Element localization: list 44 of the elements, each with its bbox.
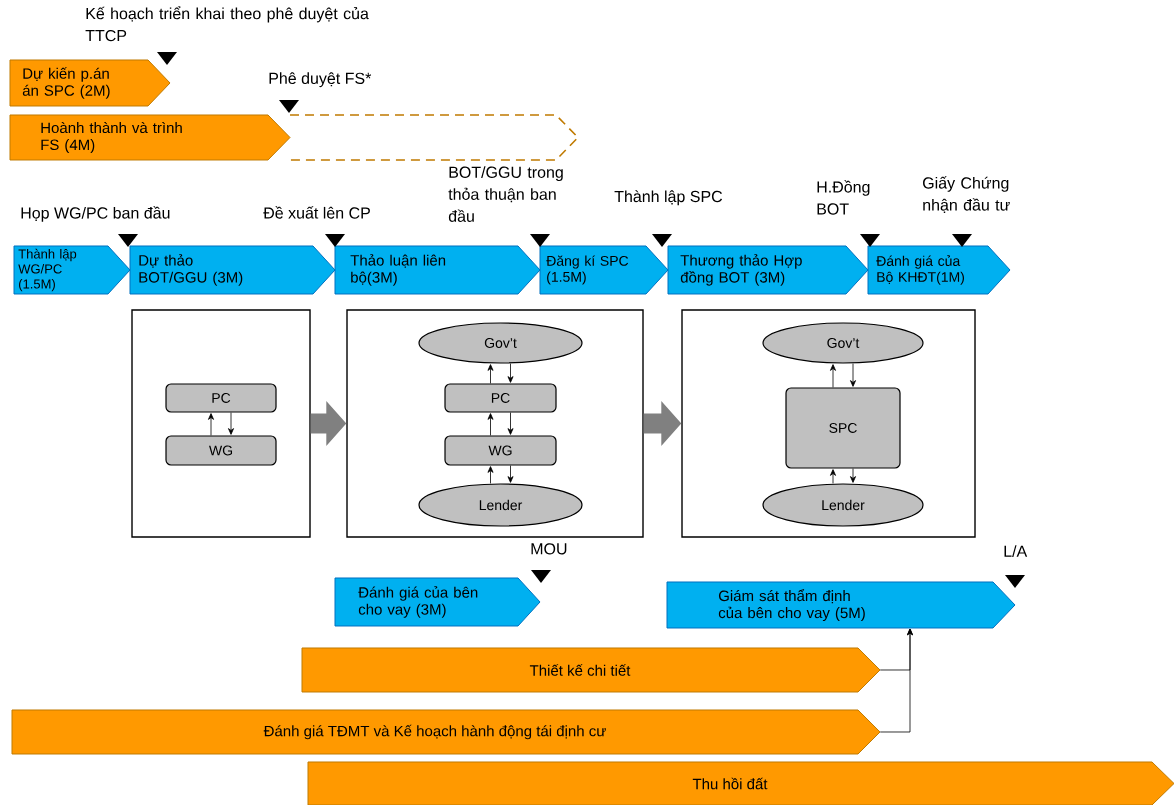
chevron-bar: Thảo luận liên bộ(3M) bbox=[334, 245, 541, 295]
panel-frame bbox=[681, 309, 976, 538]
chevron-bar: Đăng kí SPC (1.5M) bbox=[539, 245, 669, 295]
milestone-label: L/A bbox=[1004, 545, 1028, 557]
chevron-bar: Dự kiến p.án án SPC (2M) bbox=[9, 59, 171, 107]
milestone-label: H.Đồng BOT bbox=[817, 180, 870, 215]
arrow bbox=[830, 469, 836, 484]
role-box: SPC bbox=[785, 387, 901, 469]
arrow bbox=[208, 413, 214, 436]
arrow bbox=[228, 412, 234, 435]
role-box: PC bbox=[444, 383, 557, 413]
arrow bbox=[487, 364, 494, 384]
chevron-bar: Dự thảo BOT/GGU (3M) bbox=[129, 245, 336, 295]
chevron-bar: Hoành thành và trình FS (4M) bbox=[9, 114, 291, 161]
chevron-bar: Thu hồi đất bbox=[307, 761, 1175, 805]
chevron-bar: Thành lập WG/PC (1.5M) bbox=[13, 245, 131, 295]
chevron-bar: Đánh giá của Bộ KHĐT(1M) bbox=[867, 245, 1011, 295]
milestone-label: Thành lập SPC bbox=[614, 190, 723, 206]
milestone-label: Kế hoạch triển khai theo phê duyệt của TTCP bbox=[85, 6, 369, 42]
role-box: WG bbox=[165, 435, 277, 466]
arrow bbox=[487, 413, 494, 436]
arrow bbox=[850, 363, 856, 387]
role-box: WG bbox=[444, 435, 557, 466]
milestone-label: Giấy Chứng nhận đầu tư bbox=[923, 176, 1010, 213]
arrow bbox=[507, 465, 514, 483]
arrow bbox=[830, 364, 836, 388]
chevron-bar: Giám sát thẩm định của bên cho vay (5M) bbox=[666, 581, 1016, 629]
milestone-label: MOU bbox=[531, 543, 567, 555]
chevron-bar: Đánh giá của bên cho vay (3M) bbox=[334, 577, 541, 627]
milestone-label: BOT/GGU trong thỏa thuận ban đầu bbox=[448, 166, 563, 222]
arrow bbox=[487, 466, 494, 484]
chevron-bar: Thiết kế chi tiết bbox=[301, 647, 881, 693]
chevron-bar: Thương thảo Hợp đồng BOT (3M) bbox=[667, 245, 869, 295]
role-box: PC bbox=[165, 383, 277, 413]
chevron-bar: Đánh giá TĐMT và Kế hoạch hành động tái định cư bbox=[11, 709, 881, 755]
arrow bbox=[850, 468, 856, 483]
arrow bbox=[507, 412, 514, 435]
milestone-label: Phê duyệt FS* bbox=[269, 72, 372, 88]
arrow bbox=[507, 363, 514, 383]
milestone-label: Họp WG/PC ban đầu bbox=[21, 206, 170, 222]
arrow bbox=[879, 628, 913, 733]
milestone-label: Đề xuất lên CP bbox=[263, 206, 370, 219]
panel-frame bbox=[346, 309, 644, 538]
panel-frame bbox=[131, 309, 311, 538]
